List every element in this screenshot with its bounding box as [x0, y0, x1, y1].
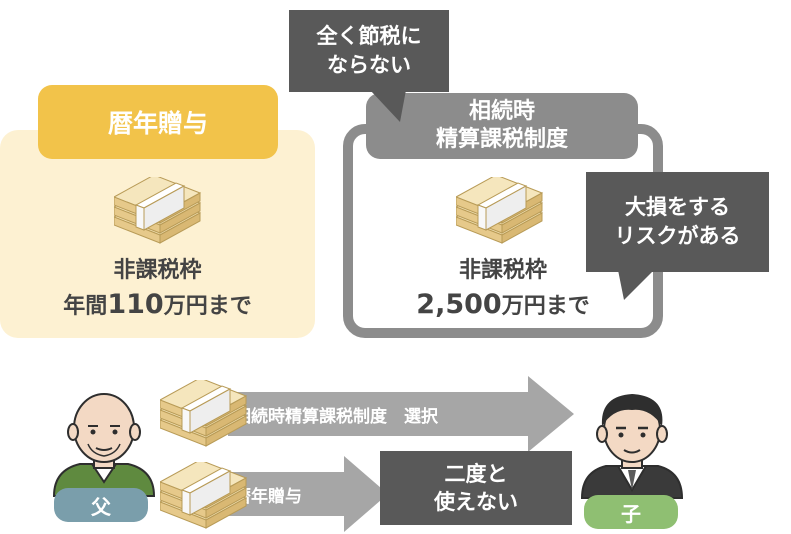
left-tax-free-amount: 年間110万円まで	[63, 289, 252, 320]
right-tax-free-label: 非課税枠	[458, 258, 547, 283]
settlement-arrow-label: 相続時精算課税制度 選択	[234, 407, 438, 427]
money-stack-icon	[456, 177, 543, 244]
loss-risk-bubble: 大損をする リスクがある	[586, 172, 769, 272]
father-badge: 父	[54, 488, 148, 522]
calendar-year-gift-title: 暦年贈与	[38, 85, 278, 159]
left-tax-free-label: 非課税枠	[113, 258, 202, 283]
settlement-taxation-title: 相続時 精算課税制度	[366, 93, 638, 159]
bubble-tail	[618, 270, 654, 300]
father-avatar	[52, 393, 156, 497]
bubble-tail	[370, 90, 406, 122]
settlement-arrow	[228, 376, 574, 452]
son-avatar	[580, 394, 684, 499]
money-stack-icon	[160, 462, 247, 529]
money-stack-icon	[114, 177, 201, 244]
calendar-gift-arrow-label: 暦年贈与	[234, 487, 302, 507]
no-tax-saving-bubble: 全く節税に ならない	[289, 10, 449, 92]
money-stack-icon	[160, 380, 247, 447]
son-badge: 子	[584, 495, 678, 529]
cannot-use-again-note: 二度と 使えない	[380, 451, 572, 525]
right-tax-free-amount: 2,500万円まで	[416, 289, 590, 320]
calendar-gift-arrow	[228, 456, 388, 532]
